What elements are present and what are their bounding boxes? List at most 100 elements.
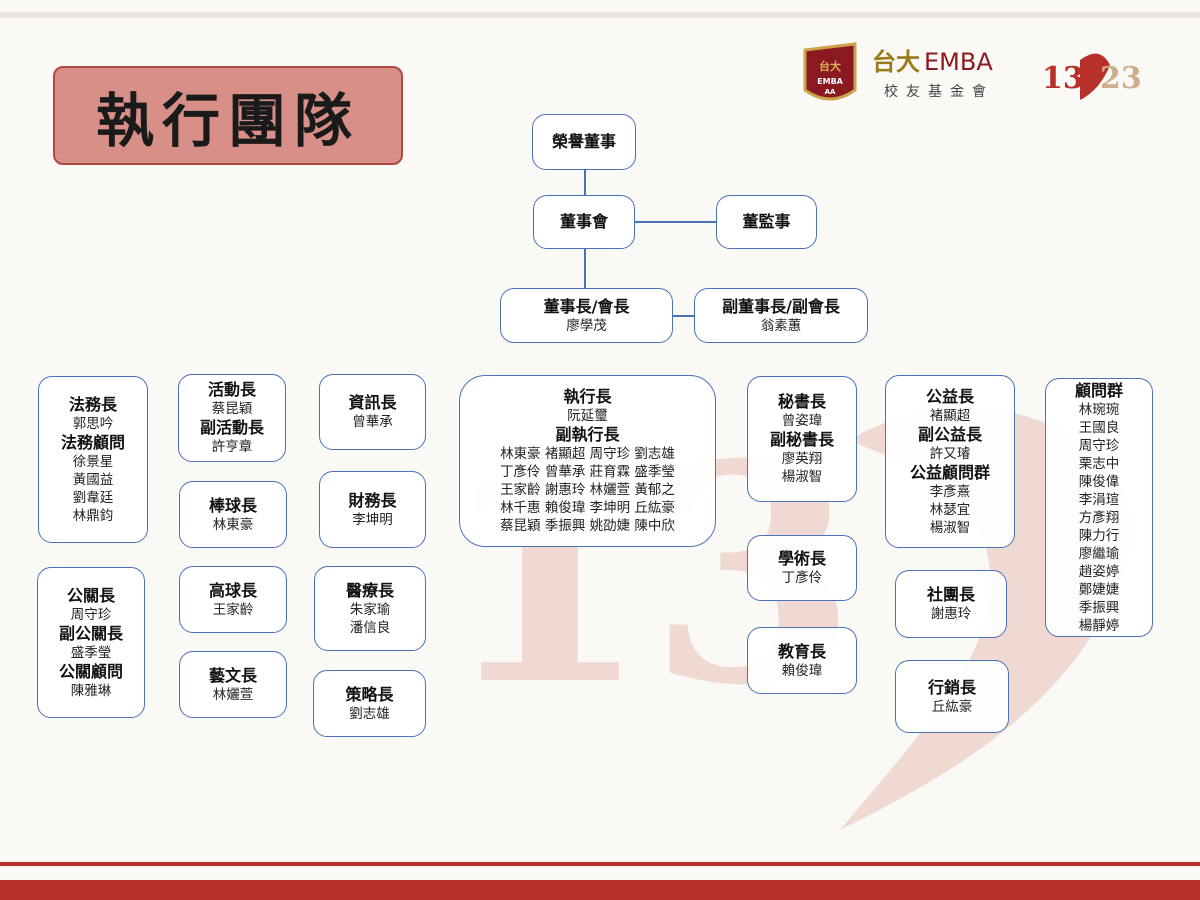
role-title: 財務長 (348, 490, 397, 510)
member-name: 方彥翔 (1078, 510, 1120, 526)
member-name: 廖學茂 (566, 317, 607, 334)
svg-text:EMBA: EMBA (924, 48, 993, 76)
member-name: 賴俊瑋 (781, 662, 823, 679)
role-title: 董監事 (742, 212, 791, 231)
svg-text:校友基金會: 校友基金會 (884, 83, 994, 100)
role-title: 策略長 (345, 684, 394, 704)
member-name: 劉志雄 (349, 705, 390, 722)
secretary-box: 秘書長曾姿瑋副秘書長廖英翔楊淑智 (747, 376, 857, 502)
member-name: 林千惠 賴俊瑋 李坤明 丘紘豪 (500, 500, 675, 516)
role-title: 副執行長 (555, 425, 620, 444)
member-name: 林鼎鈞 (72, 507, 114, 524)
member-name: 陳俊偉 (1078, 474, 1120, 490)
title-box: 執行團隊 (53, 66, 403, 165)
ceo-box: 執行長阮延璽副執行長林東豪 褚顯超 周守珍 劉志雄丁彥伶 曾華承 莊育霖 盛季瑩… (459, 375, 716, 547)
member-name: 林瑟宜 (929, 501, 971, 518)
member-name: 丁彥伶 (781, 570, 823, 586)
education-box: 教育長賴俊瑋 (747, 627, 857, 694)
connector (635, 221, 716, 223)
role-title: 資訊長 (348, 393, 397, 412)
member-name: 翁素蕙 (760, 317, 802, 334)
svg-text:台大: 台大 (872, 48, 920, 76)
vice-chairman-box: 副董事長/副會長翁素蕙 (694, 288, 868, 343)
chairman-box: 董事長/會長廖學茂 (500, 288, 673, 343)
role-title: 董事會 (559, 212, 608, 231)
member-name: 黃國益 (72, 471, 114, 488)
role-title: 副公關長 (58, 623, 123, 643)
svg-text:EMBA: EMBA (817, 77, 844, 86)
bottom-bar (0, 880, 1200, 900)
role-title: 行銷長 (927, 677, 976, 697)
member-name: 陳雅琳 (70, 682, 112, 699)
member-name: 王家齡 謝惠玲 林孋萱 黃郁之 (500, 482, 675, 498)
role-title: 公益長 (925, 386, 974, 406)
role-title: 副活動長 (199, 418, 264, 437)
bottom-stripe (0, 862, 1200, 866)
connector (673, 315, 694, 317)
role-title: 副秘書長 (769, 430, 834, 449)
charity-box: 公益長褚顯超副公益長許又璿公益顧問群李彥熹林瑟宜楊淑智 (885, 375, 1015, 548)
member-name: 朱家瑜 (349, 601, 391, 618)
role-title: 執行長 (563, 387, 612, 406)
member-name: 季振興 (1078, 600, 1120, 616)
svg-text:23: 23 (1100, 61, 1142, 96)
role-title: 醫療長 (345, 580, 394, 600)
academic-box: 學術長丁彥伶 (747, 535, 857, 601)
member-name: 丁彥伶 曾華承 莊育霖 盛季瑩 (500, 464, 675, 480)
member-name: 趙姿婷 (1078, 564, 1120, 580)
role-title: 副董事長/副會長 (722, 296, 840, 316)
pr-box: 公關長周守珍副公關長盛季瑩公關顧問陳雅琳 (37, 567, 145, 718)
member-name: 周守珍 (70, 606, 112, 623)
role-title: 公關長 (66, 585, 115, 605)
member-name: 鄭婕婕 (1078, 582, 1120, 598)
role-title: 藝文長 (208, 665, 257, 685)
role-title: 榮譽董事 (551, 132, 616, 151)
member-name: 李彥熹 (929, 483, 971, 500)
baseball-box: 棒球長林東豪 (179, 481, 287, 548)
role-title: 秘書長 (777, 392, 826, 411)
member-name: 王國良 (1078, 420, 1120, 436)
member-name: 陳力行 (1078, 528, 1120, 544)
member-name: 潘信良 (349, 619, 391, 636)
member-name: 楊淑智 (929, 519, 971, 536)
svg-text:13: 13 (1042, 61, 1084, 96)
member-name: 謝惠玲 (930, 606, 972, 622)
top-band (0, 12, 1200, 18)
member-name: 林琬琬 (1078, 402, 1120, 418)
member-name: 林東豪 (212, 516, 254, 533)
member-name: 許又璿 (929, 445, 971, 462)
supervisors-box: 董監事 (716, 195, 817, 249)
svg-text:AA: AA (825, 88, 836, 96)
member-name: 林孋萱 (212, 686, 254, 703)
strategy-box: 策略長劉志雄 (313, 670, 426, 737)
clubs-box: 社團長謝惠玲 (895, 570, 1007, 638)
member-name: 曾華承 (352, 414, 393, 430)
honorary-directors-box: 榮譽董事 (532, 114, 636, 170)
connector (584, 170, 586, 195)
member-name: 蔡昆穎 (211, 401, 253, 417)
connector (584, 249, 586, 288)
member-name: 徐景星 (72, 453, 114, 470)
role-title: 顧問群 (1074, 381, 1123, 400)
member-name: 楊淑智 (781, 469, 823, 485)
role-title: 公關顧問 (58, 661, 123, 681)
activities-box: 活動長蔡昆穎副活動長許亨章 (178, 374, 286, 462)
member-name: 李涓瑄 (1078, 492, 1120, 508)
member-name: 阮延璽 (567, 408, 608, 424)
golf-box: 高球長王家齡 (179, 566, 287, 633)
page-title: 執行團隊 (95, 86, 360, 155)
role-title: 法務長 (68, 394, 117, 414)
advisors-box: 顧問群林琬琬王國良周守珍栗志中陳俊偉李涓瑄方彥翔陳力行廖繼瑜趙姿婷鄭婕婕季振興楊… (1045, 378, 1153, 637)
emba-logo: 台大 EMBA AA 台大 EMBA 校友基金會 13 23 (803, 42, 1142, 101)
member-name: 劉韋廷 (72, 489, 114, 506)
member-name: 李坤明 (352, 511, 393, 528)
role-title: 教育長 (777, 641, 826, 661)
marketing-box: 行銷長丘紘豪 (895, 660, 1009, 733)
svg-text:台大: 台大 (819, 59, 841, 73)
member-name: 盛季瑩 (70, 644, 112, 661)
medical-box: 醫療長朱家瑜潘信良 (314, 566, 426, 651)
member-name: 廖英翔 (781, 451, 823, 467)
member-name: 廖繼瑜 (1078, 546, 1120, 562)
role-title: 學術長 (777, 549, 826, 568)
member-name: 丘紘豪 (931, 698, 973, 715)
